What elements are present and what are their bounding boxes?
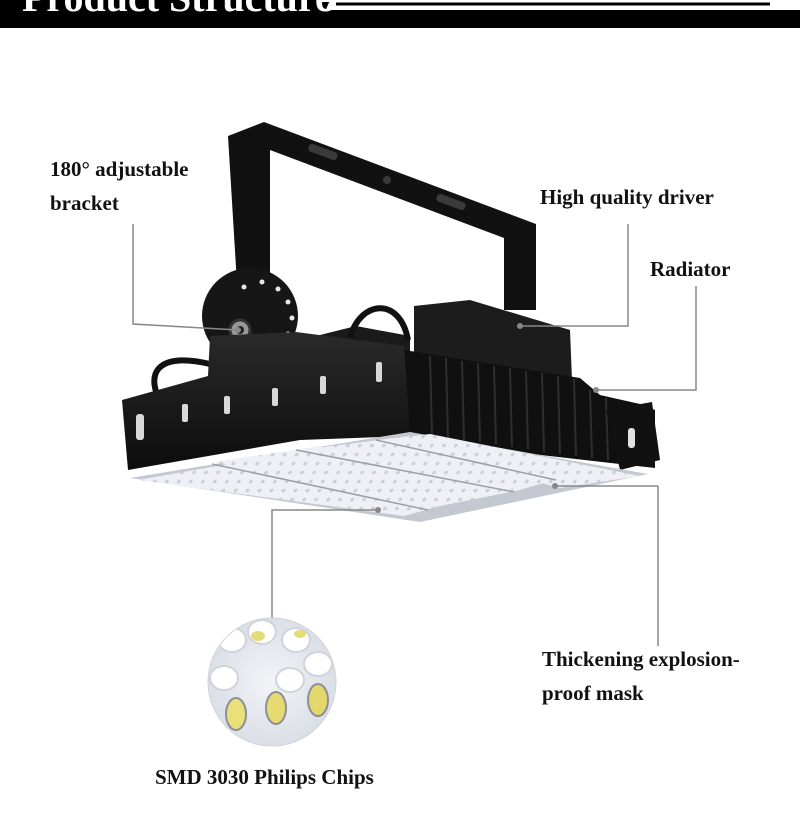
callout-chips: SMD 3030 Philips Chips — [155, 765, 374, 789]
callout-radiator: Radiator — [650, 257, 731, 281]
callout-mask-line2: proof mask — [542, 681, 644, 705]
callout-driver: High quality driver — [540, 185, 714, 209]
callout-bracket-line1: 180° adjustable — [50, 157, 189, 181]
led-chip-closeup — [208, 618, 336, 746]
callout-bracket-line2: bracket — [50, 191, 119, 215]
callout-bracket: 180° adjustable bracket — [50, 152, 189, 220]
header-bar — [0, 0, 800, 28]
callout-mask: Thickening explosion- proof mask — [542, 642, 740, 710]
callout-mask-line1: Thickening explosion- — [542, 647, 740, 671]
housing-frame — [122, 332, 410, 470]
leader-lines — [132, 224, 697, 646]
page-title: Product Structure — [22, 0, 333, 22]
